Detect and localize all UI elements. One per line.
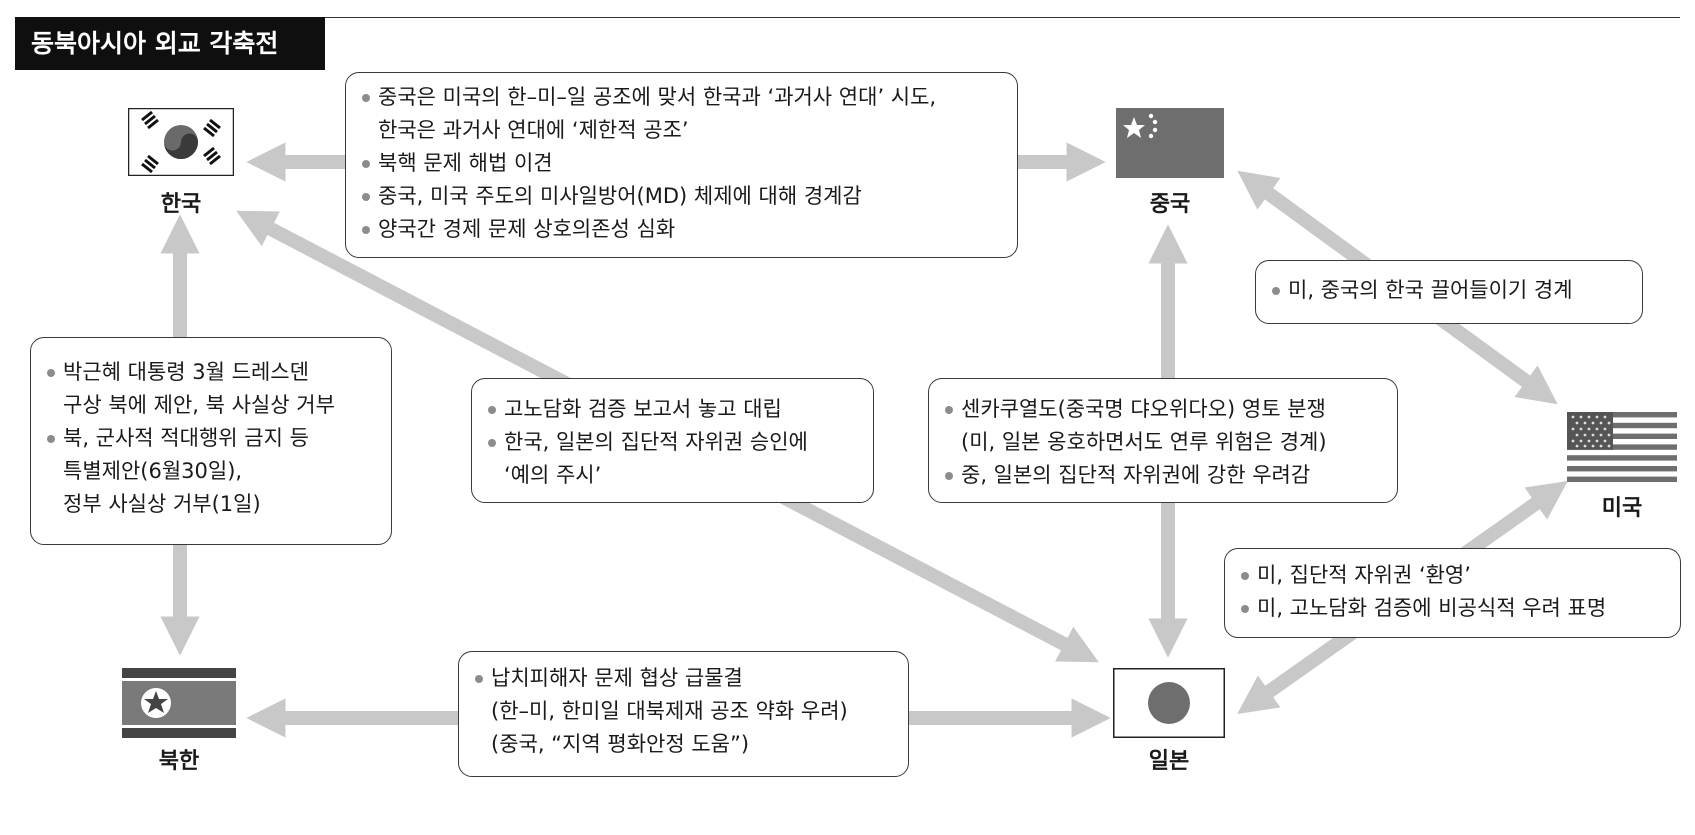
korea-label: 한국 [160, 192, 202, 217]
usa-japan-box: 미, 집단적 자위권 ‘환영’ 미, 고노담화 검증에 비공식적 우려 표명 [1224, 548, 1681, 638]
list-item: 박근혜 대통령 3월 드레스덴 구상 북에 제안, 북 사실상 거부 [45, 356, 377, 422]
list-item: 중국, 미국 주도의 미사일방어(MD) 체제에 대해 경계감 [360, 180, 1003, 213]
list-item: 중, 일본의 집단적 자위권에 강한 우려감 [943, 459, 1383, 492]
list-item: 북핵 문제 해법 이견 [360, 147, 1003, 180]
usa-label: 미국 [1601, 496, 1643, 521]
list-item: 센카쿠열도(중국명 댜오위다오) 영토 분쟁 (미, 일본 옹호하면서도 연루 … [943, 393, 1383, 459]
north-korea-flag-icon [122, 668, 236, 738]
china-label: 중국 [1149, 192, 1191, 217]
korea-china-box: 중국은 미국의 한–미–일 공조에 맞서 한국과 ‘과거사 연대’ 시도, 한국… [345, 72, 1018, 258]
list-item: 미, 집단적 자위권 ‘환영’ [1239, 559, 1666, 592]
korea-flag-icon [127, 107, 235, 177]
northkorea-japan-box: 납치피해자 문제 협상 급물결 (한–미, 한미일 대북제재 공조 약화 우려)… [458, 651, 909, 777]
china-japan-box: 센카쿠열도(중국명 댜오위다오) 영토 분쟁 (미, 일본 옹호하면서도 연루 … [928, 378, 1398, 503]
list-item: 북, 군사적 적대행위 금지 등 특별제안(6월30일), 정부 사실상 거부(… [45, 422, 377, 521]
usa-flag-icon [1567, 412, 1677, 482]
list-item: 중국은 미국의 한–미–일 공조에 맞서 한국과 ‘과거사 연대’ 시도, 한국… [360, 81, 1003, 147]
usa-china-box: 미, 중국의 한국 끌어들이기 경계 [1255, 260, 1643, 324]
list-item: 고노담화 검증 보고서 놓고 대립 [486, 393, 859, 426]
korea-japan-box: 고노담화 검증 보고서 놓고 대립 한국, 일본의 집단적 자위권 승인에 ‘예… [471, 378, 874, 503]
top-rule [15, 17, 1680, 18]
list-item: 납치피해자 문제 협상 급물결 (한–미, 한미일 대북제재 공조 약화 우려)… [473, 662, 894, 761]
china-flag-icon [1116, 108, 1224, 178]
list-item: 미, 중국의 한국 끌어들이기 경계 [1270, 274, 1628, 307]
korea-northkorea-box: 박근혜 대통령 3월 드레스덴 구상 북에 제안, 북 사실상 거부 북, 군사… [30, 337, 392, 545]
diagram-title: 동북아시아 외교 각축전 [15, 17, 325, 70]
list-item: 미, 고노담화 검증에 비공식적 우려 표명 [1239, 592, 1666, 625]
list-item: 양국간 경제 문제 상호의존성 심화 [360, 213, 1003, 246]
north-korea-label: 북한 [158, 749, 200, 774]
japan-label: 일본 [1148, 749, 1190, 774]
list-item: 한국, 일본의 집단적 자위권 승인에 ‘예의 주시’ [486, 426, 859, 492]
japan-flag-icon [1113, 668, 1225, 738]
